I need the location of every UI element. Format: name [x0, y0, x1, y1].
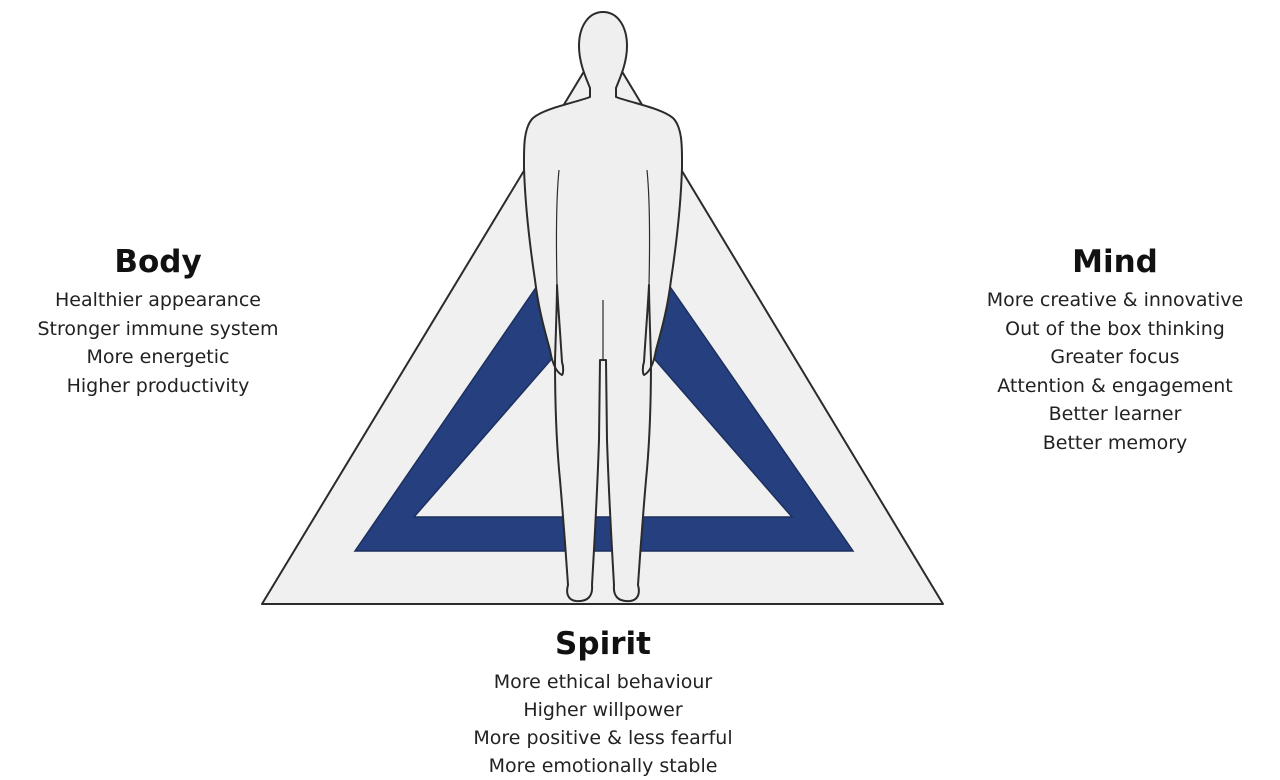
body-benefits-list: Healthier appearance Stronger immune sys… [0, 286, 316, 400]
spirit-benefit-item: More ethical behaviour [400, 668, 806, 696]
mind-section: Mind More creative & innovative Out of t… [950, 244, 1280, 457]
mind-benefit-item: Attention & engagement [950, 372, 1280, 401]
body-benefit-item: Stronger immune system [0, 315, 316, 344]
body-benefit-item: Higher productivity [0, 372, 316, 401]
body-heading: Body [0, 244, 316, 280]
mind-benefit-item: Better memory [950, 429, 1280, 458]
spirit-benefits-list: More ethical behaviour Higher willpower … [400, 668, 806, 780]
mind-benefit-item: Better learner [950, 400, 1280, 429]
mind-benefit-item: More creative & innovative [950, 286, 1280, 315]
spirit-section: Spirit More ethical behaviour Higher wil… [400, 626, 806, 780]
body-benefit-item: Healthier appearance [0, 286, 316, 315]
mind-heading: Mind [950, 244, 1280, 280]
spirit-benefit-item: More positive & less fearful [400, 724, 806, 752]
spirit-benefit-item: More emotionally stable [400, 752, 806, 780]
body-benefit-item: More energetic [0, 343, 316, 372]
spirit-heading: Spirit [400, 626, 806, 662]
mind-benefit-item: Out of the box thinking [950, 315, 1280, 344]
mind-benefits-list: More creative & innovative Out of the bo… [950, 286, 1280, 457]
mind-benefit-item: Greater focus [950, 343, 1280, 372]
spirit-benefit-item: Higher willpower [400, 696, 806, 724]
body-section: Body Healthier appearance Stronger immun… [0, 244, 316, 400]
